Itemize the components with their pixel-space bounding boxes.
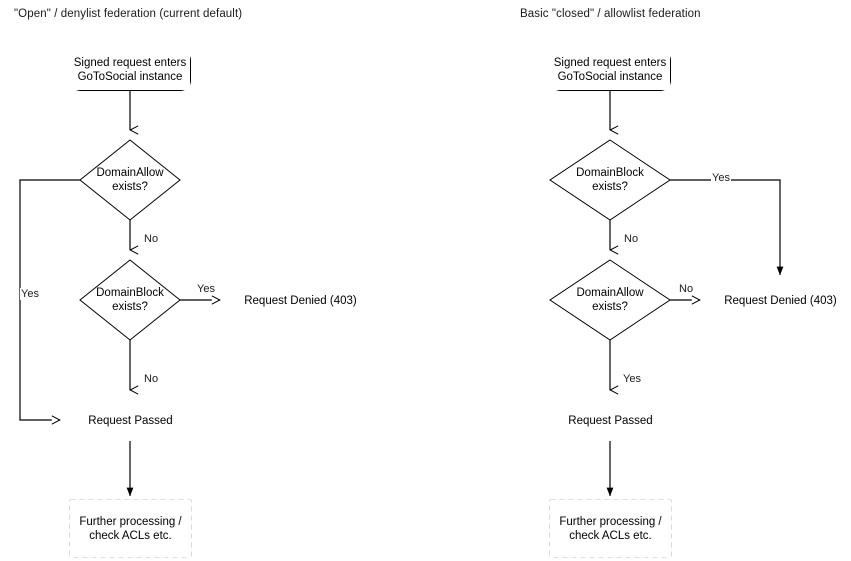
node-passed-left-label: Request Passed: [70, 400, 191, 441]
node-domainblock-left: [79, 259, 181, 341]
node-further-left-label: Further processing / check ACLs etc.: [70, 500, 191, 557]
edge-domainblock-yes-right: [670, 179, 784, 276]
node-start-right-label: Signed request enters GoToSocial instanc…: [550, 50, 670, 90]
further-right-line1: Further processing /: [559, 515, 662, 528]
node-start-left-label: Signed request enters GoToSocial instanc…: [70, 50, 190, 90]
node-denied-right-label: Request Denied (403): [710, 280, 851, 321]
edge-domainallow-yes-left: [19, 179, 80, 425]
edge-label-no-domainallow-left: No: [143, 233, 160, 245]
edge-label-yes-domainblock-left: Yes: [196, 283, 216, 295]
node-denied-left-label: Request Denied (403): [230, 280, 371, 321]
left-panel-title: "Open" / denylist federation (current de…: [14, 8, 243, 20]
start-left-line2: GoToSocial instance: [77, 71, 183, 83]
node-domainallow-left: [79, 139, 181, 221]
node-domainblock-right: [549, 139, 671, 221]
node-further-right-label: Further processing / check ACLs etc.: [550, 500, 671, 557]
edge-label-no-domainblock-left: No: [143, 373, 160, 385]
edge-label-yes-domainallow-left: Yes: [20, 288, 40, 300]
edge-label-no-domainblock-right: No: [623, 233, 640, 245]
edge-label-yes-domainblock-right: Yes: [711, 172, 731, 184]
further-left-line2: check ACLs etc.: [89, 529, 172, 542]
node-passed-right-label: Request Passed: [550, 400, 671, 441]
node-domainallow-right: [549, 259, 671, 341]
right-panel-title: Basic "closed" / allowlist federation: [520, 8, 701, 20]
edge-label-no-domainallow-right: No: [678, 283, 695, 295]
further-left-line1: Further processing /: [79, 515, 182, 528]
start-left-line1: Signed request enters: [73, 57, 187, 69]
further-right-line2: check ACLs etc.: [569, 529, 652, 542]
edge-label-yes-domainallow-right: Yes: [622, 373, 642, 385]
start-right-line2: GoToSocial instance: [557, 71, 663, 83]
start-right-line1: Signed request enters: [553, 57, 667, 69]
